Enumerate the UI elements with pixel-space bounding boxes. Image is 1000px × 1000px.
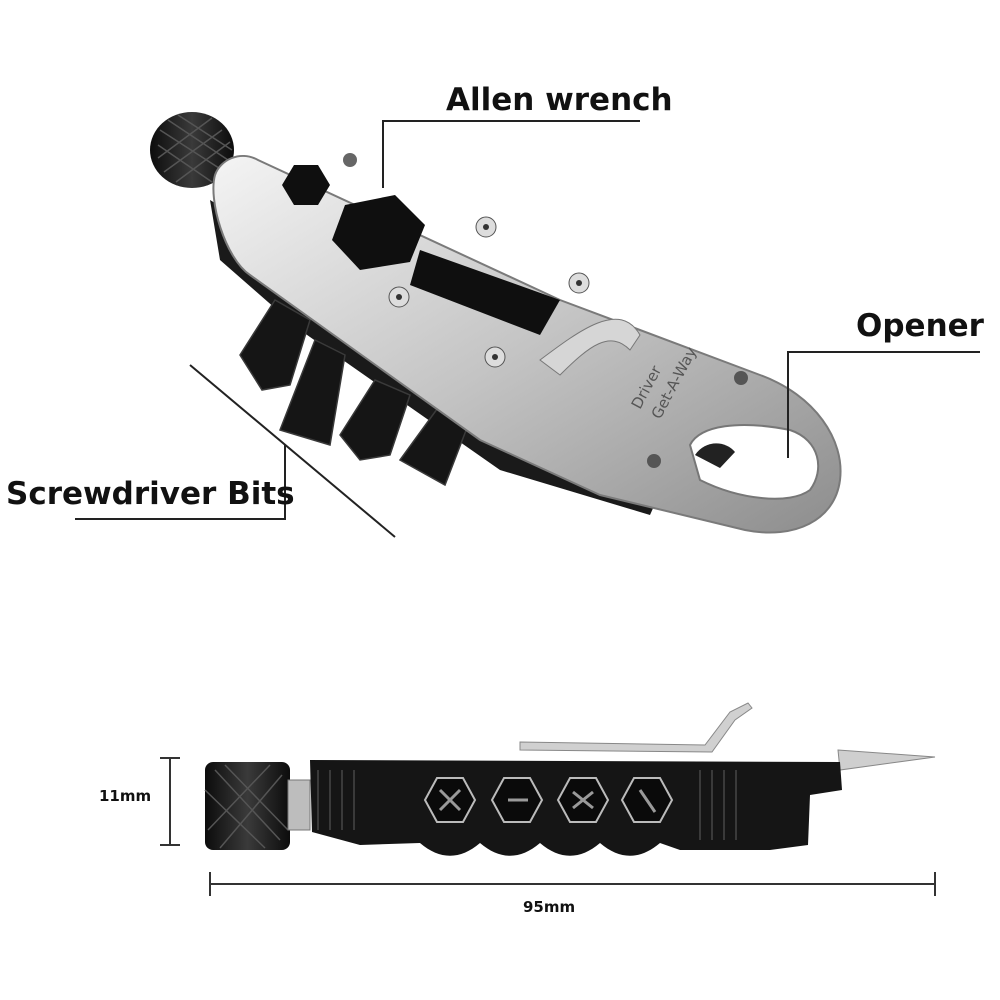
length-dimension-label: 95mm xyxy=(523,898,576,916)
dimension-11mm xyxy=(160,757,180,846)
height-dimension-label: 11mm xyxy=(99,787,152,805)
large-hex-hole xyxy=(332,195,425,270)
allen-callout xyxy=(382,120,640,188)
side-belt-clip xyxy=(519,702,753,753)
side-ribs xyxy=(317,770,737,840)
screwdriver-bits xyxy=(239,298,471,487)
small-hex-hole xyxy=(282,165,330,205)
dimension-95mm xyxy=(209,872,936,896)
rect-slot xyxy=(410,250,560,335)
opener-label: Opener xyxy=(856,308,984,344)
bits-bracket xyxy=(189,364,396,538)
knurled-knob xyxy=(150,112,234,188)
callout-lines xyxy=(75,120,980,538)
opener-cutout xyxy=(688,424,820,500)
tool-top-view: Get-A-Way Driver xyxy=(150,112,842,534)
allen-wrench-label: Allen wrench xyxy=(446,82,673,118)
torx-screws xyxy=(343,153,748,468)
belt-clip xyxy=(539,318,641,376)
screwdriver-bits-label: Screwdriver Bits xyxy=(6,476,295,512)
opener-callout xyxy=(787,351,980,458)
side-bit-tips xyxy=(438,788,657,813)
side-opener-ring xyxy=(837,749,936,771)
bits-callout xyxy=(75,445,286,520)
tool-side-view xyxy=(204,702,936,856)
